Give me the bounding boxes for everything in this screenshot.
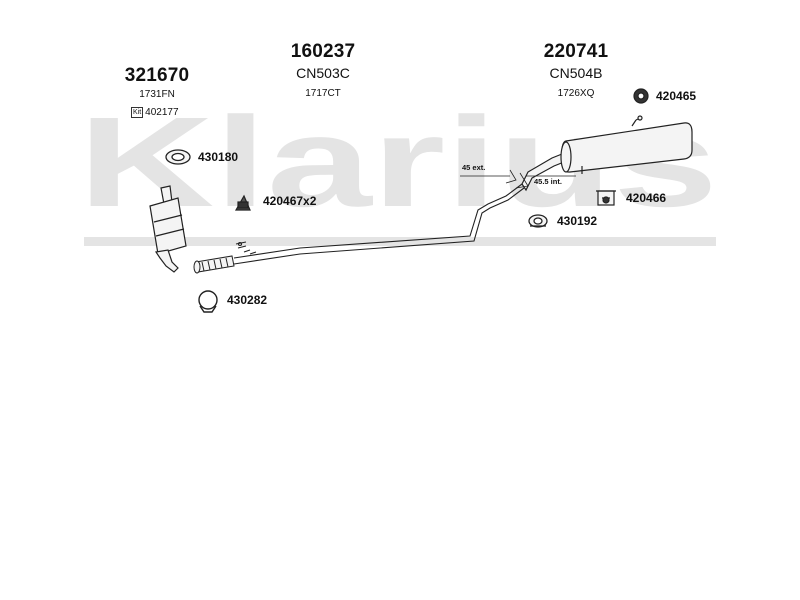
fitting-420466-label: 420466 — [626, 191, 667, 205]
middle-pipe — [233, 183, 525, 265]
flex-pipe — [193, 255, 235, 274]
front-part-code: 1731FN — [139, 89, 175, 100]
rear-part-number: 220741 — [543, 41, 609, 62]
clamp-icon-430282 — [198, 290, 218, 313]
fitting-430180-label: 430180 — [198, 150, 239, 164]
rear-part-code: CN504B — [549, 65, 603, 81]
kit-number: 402177 — [145, 107, 179, 118]
hanger-icon-420465 — [633, 88, 649, 104]
dimension-lines — [460, 169, 576, 189]
bracket-icon-420466 — [596, 190, 616, 206]
hanger-icon-420467 — [234, 194, 251, 211]
rear-silencer — [521, 115, 693, 192]
clamp-icon-430192 — [528, 214, 548, 228]
dimension-ext-label: 45 ext. — [462, 163, 486, 172]
watermark-bar — [84, 237, 716, 246]
middle-part-code: CN503C — [296, 65, 350, 81]
fitting-430192-label: 430192 — [557, 214, 598, 228]
rear-part-sub: 1726XQ — [557, 88, 595, 99]
clamp-icon-430180 — [165, 149, 191, 165]
middle-part-number: 160237 — [290, 41, 356, 62]
fitting-420465-label: 420465 — [656, 89, 697, 103]
fitting-420467-label: 420467x2 — [263, 194, 317, 208]
fitting-430282-label: 430282 — [227, 293, 268, 307]
catalytic-converter — [149, 185, 187, 273]
dimension-int-label: 45.5 int. — [534, 177, 562, 186]
front-part-number: 321670 — [124, 65, 190, 86]
middle-part-sub: 1717CT — [305, 88, 341, 99]
kit-label: Kit — [131, 107, 144, 118]
